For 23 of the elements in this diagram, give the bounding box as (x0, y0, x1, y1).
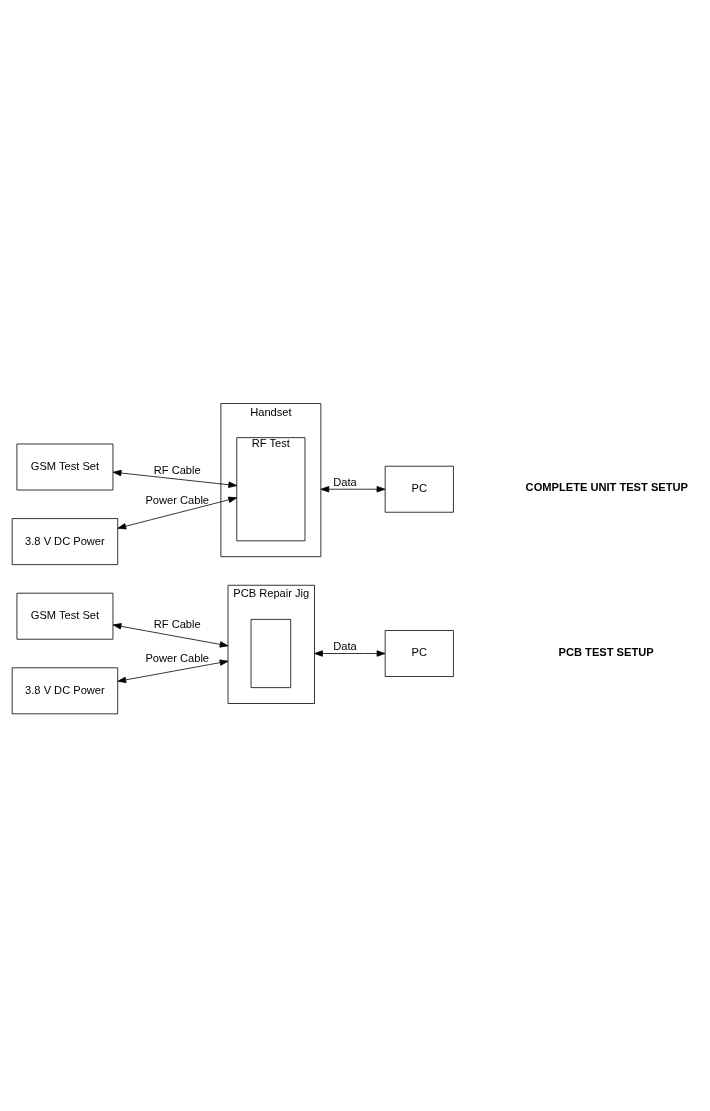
node-box (250, 619, 292, 689)
cluster: PCB Repair Jig (227, 584, 315, 704)
node-box: 3.8 V DC Power (11, 667, 119, 715)
arrow (320, 486, 386, 493)
label: PCB TEST SETUP (558, 645, 654, 658)
node-box: 3.8 V DC Power (11, 518, 119, 566)
node-box: RF Test (236, 437, 306, 542)
arrow (112, 623, 229, 648)
node-box: GSM Test Set (16, 592, 114, 640)
arrow (117, 659, 229, 683)
arrow (112, 469, 238, 488)
edge-label: Data (333, 476, 357, 489)
arrow (314, 650, 386, 657)
node-box: GSM Test Set (16, 443, 114, 491)
arrow (117, 496, 238, 530)
node-box: PC (384, 630, 454, 677)
edge-label: RF Cable (153, 618, 201, 631)
node-box: PC (384, 465, 454, 513)
edge-label: Power Cable (145, 493, 210, 506)
label: COMPLETE UNIT TEST SETUP (525, 481, 688, 494)
edge-label: Power Cable (145, 652, 210, 665)
edge-label: Data (333, 640, 357, 653)
edge-label: RF Cable (153, 463, 201, 476)
